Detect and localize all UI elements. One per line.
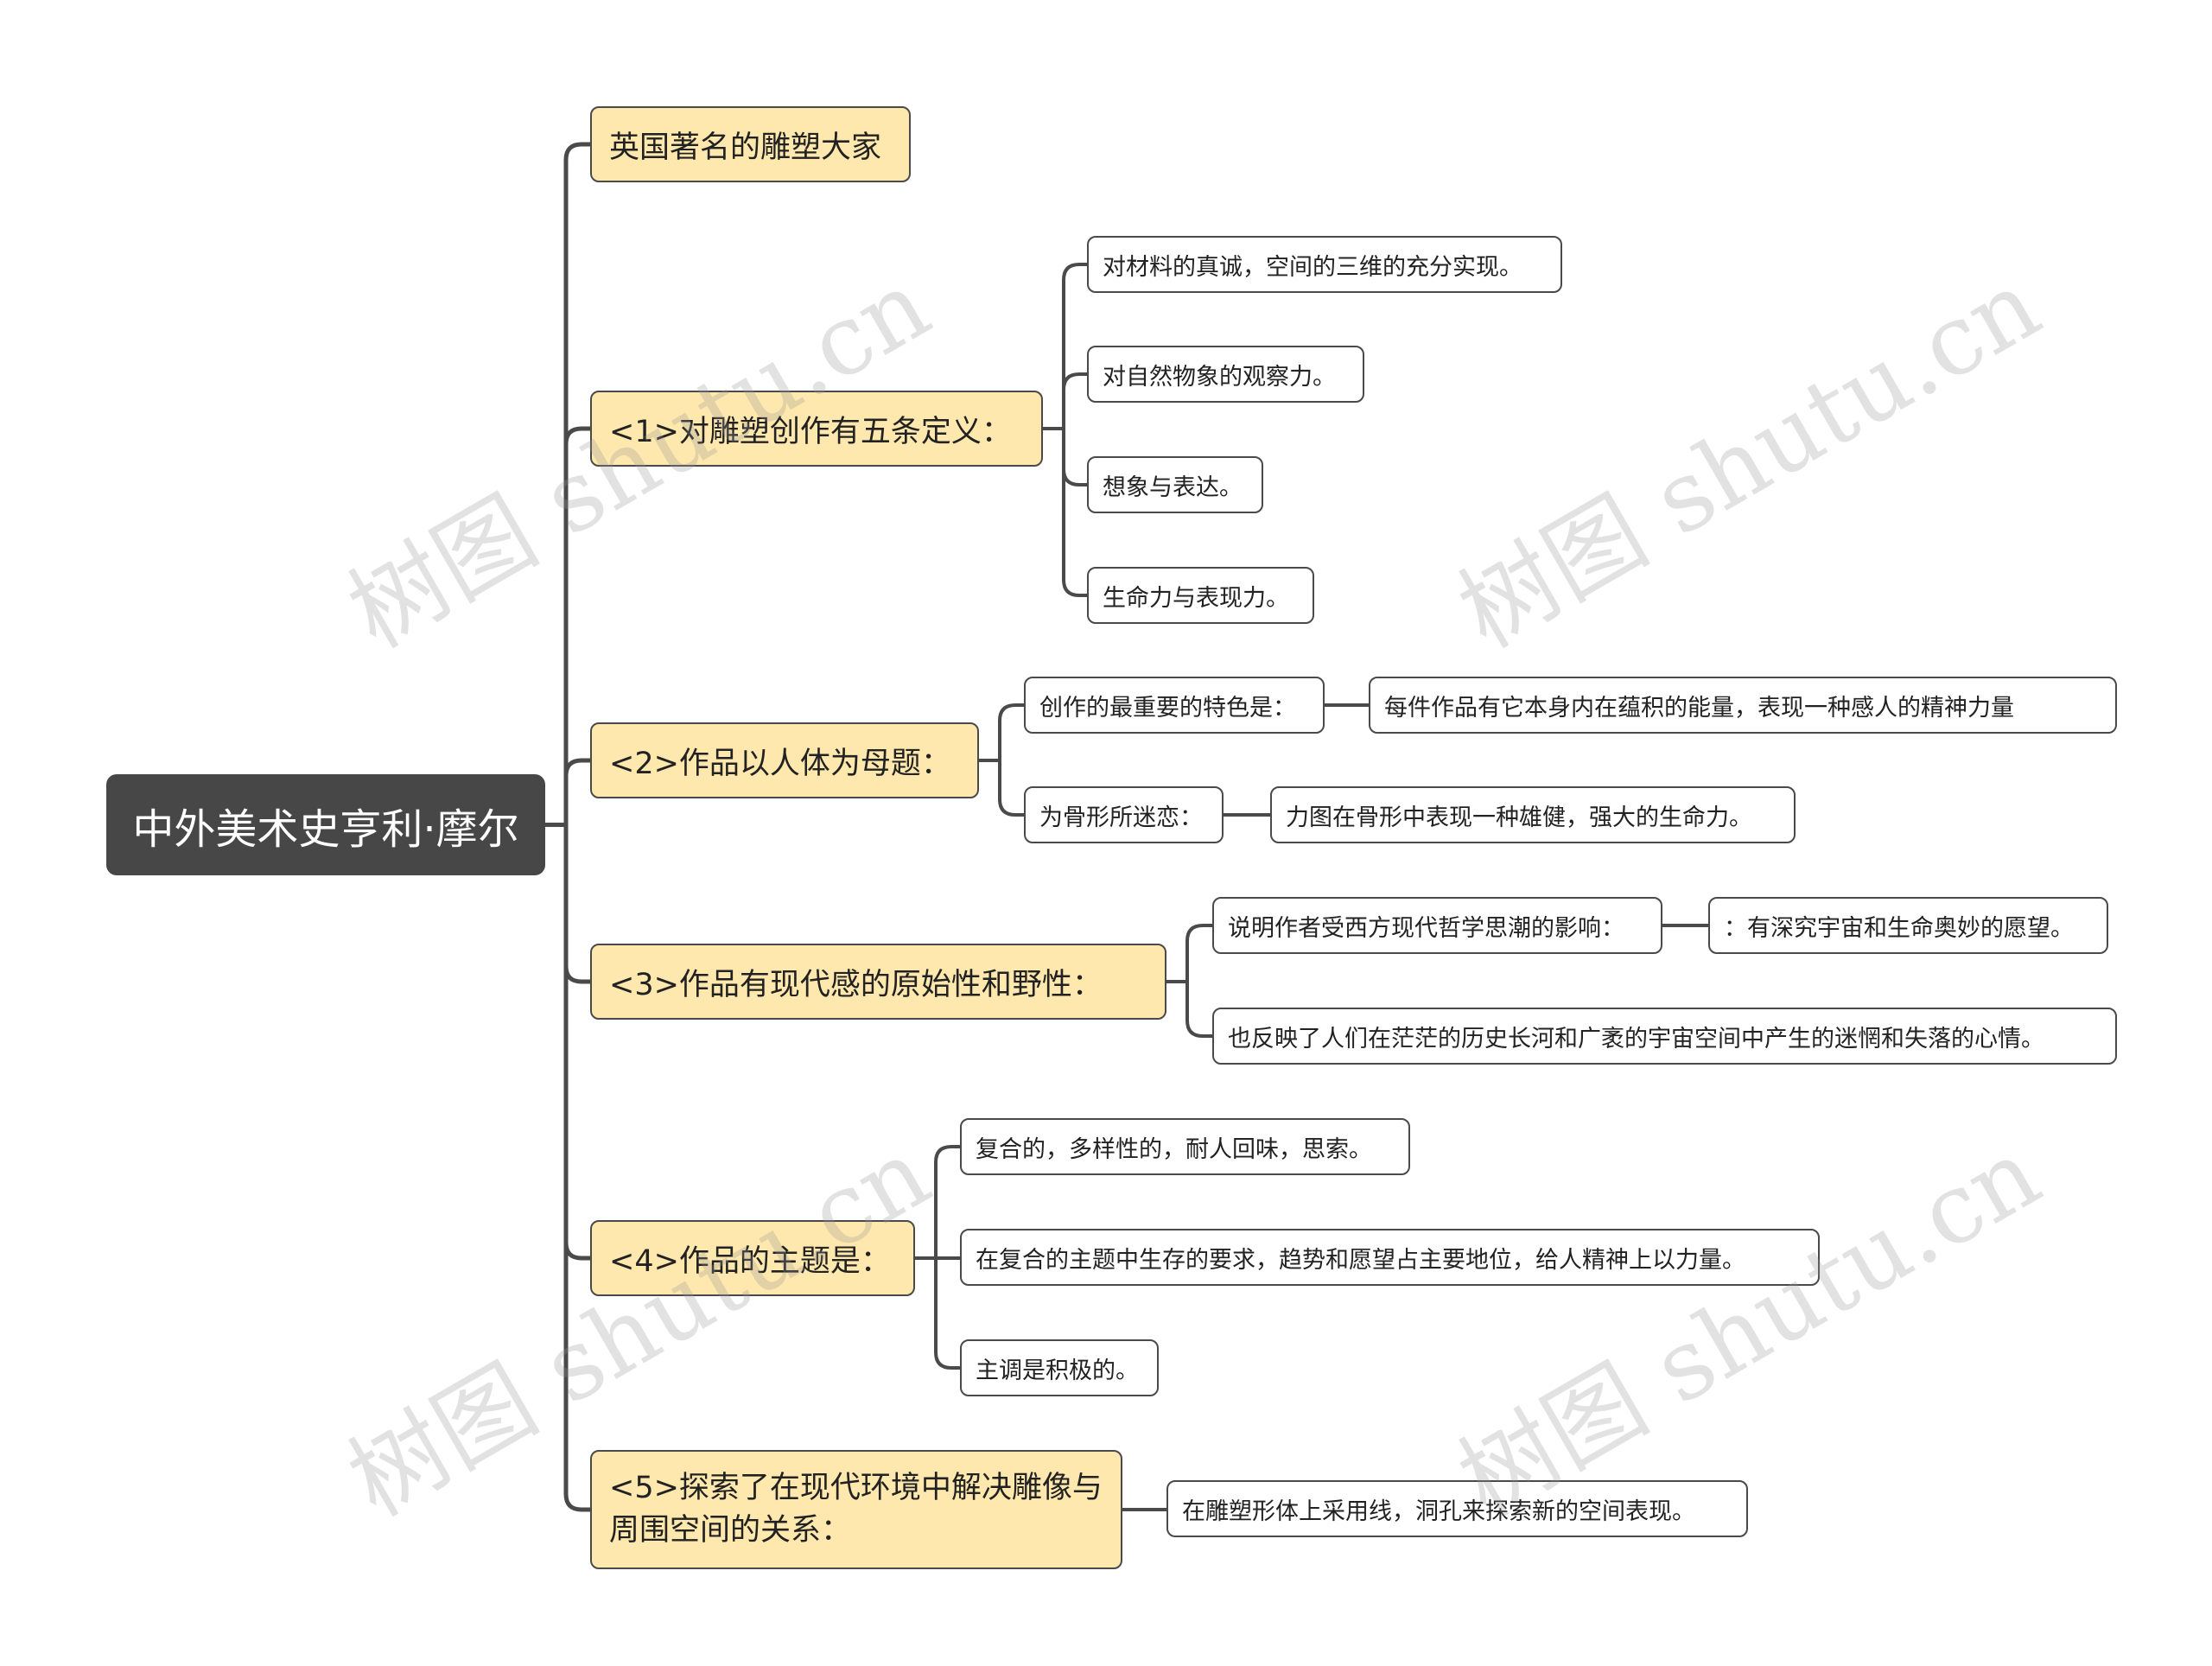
connector — [563, 758, 590, 825]
leaf-confusion-feeling[interactable]: 也反映了人们在茫茫的历史长河和广袤的宇宙空间中产生的迷惘和失落的心情。 — [1212, 1008, 2117, 1065]
connector — [563, 824, 590, 1261]
leaf-theme-1[interactable]: 复合的，多样性的，耐人回味，思索。 — [960, 1118, 1410, 1175]
leaf-theme-3[interactable]: 主调是积极的。 — [960, 1339, 1159, 1396]
leaf-bone-form-detail[interactable]: 力图在骨形中表现一种雄健，强大的生命力。 — [1270, 786, 1796, 843]
connector — [563, 426, 590, 825]
leaf-definition-1[interactable]: 对材料的真诚，空间的三维的充分实现。 — [1087, 236, 1562, 293]
connector — [1185, 924, 1212, 982]
leaf-bone-form[interactable]: 为骨形所迷恋： — [1024, 786, 1224, 843]
connector — [1062, 429, 1087, 597]
connector — [934, 1258, 960, 1370]
connector — [998, 703, 1024, 760]
branch-human-body[interactable]: <2>作品以人体为母题： — [590, 722, 979, 798]
connector — [563, 142, 590, 825]
leaf-philosophy-influence[interactable]: 说明作者受西方现代哲学思潮的影响： — [1212, 897, 1662, 954]
connector — [563, 824, 590, 1512]
connector — [1062, 263, 1087, 429]
branch-five-definitions[interactable]: <1>对雕塑创作有五条定义： — [590, 391, 1043, 467]
connector — [1062, 429, 1087, 486]
leaf-space-method[interactable]: 在雕塑形体上采用线，洞孔来探索新的空间表现。 — [1166, 1480, 1748, 1537]
leaf-theme-2[interactable]: 在复合的主题中生存的要求，趋势和愿望占主要地位，给人精神上以力量。 — [960, 1229, 1820, 1286]
branch-primitiveness[interactable]: <3>作品有现代感的原始性和野性： — [590, 944, 1166, 1020]
connector — [998, 760, 1024, 817]
root-node[interactable]: 中外美术史亨利·摩尔 — [106, 774, 545, 875]
branch-space-relation[interactable]: <5>探索了在现代环境中解决雕像与周围空间的关系： — [590, 1450, 1122, 1569]
connector — [563, 824, 590, 984]
connector — [1062, 372, 1087, 429]
leaf-definition-3[interactable]: 想象与表达。 — [1087, 456, 1263, 513]
leaf-definition-4[interactable]: 生命力与表现力。 — [1087, 567, 1314, 624]
leaf-key-feature[interactable]: 创作的最重要的特色是： — [1024, 677, 1325, 734]
branch-theme[interactable]: <4>作品的主题是： — [590, 1220, 915, 1296]
connector — [1185, 982, 1212, 1038]
branch-intro[interactable]: 英国著名的雕塑大家 — [590, 106, 911, 182]
leaf-definition-2[interactable]: 对自然物象的观察力。 — [1087, 346, 1364, 403]
leaf-key-feature-detail[interactable]: 每件作品有它本身内在蕴积的能量，表现一种感人的精神力量 — [1369, 677, 2117, 734]
leaf-philosophy-detail[interactable]: ：有深究宇宙和生命奥妙的愿望。 — [1708, 897, 2108, 954]
connector — [934, 1145, 960, 1258]
